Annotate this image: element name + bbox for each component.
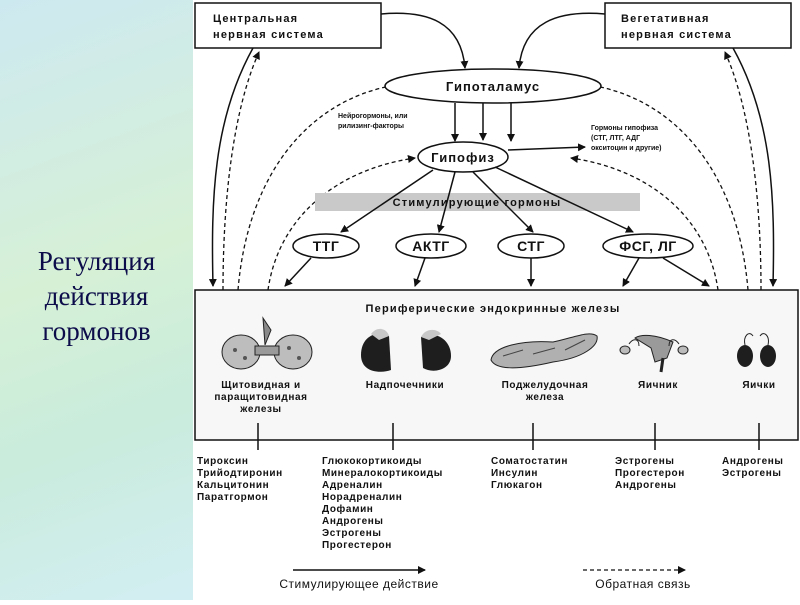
adrenal-hormone: Адреналин [322, 480, 383, 491]
slide-title-line-3: гормонов [42, 316, 151, 346]
adrenal-hormone: Норадреналин [322, 492, 402, 503]
feedback-left-to-hypothalamus-arrow [237, 80, 404, 291]
thyroid-hormone: Кальцитонин [197, 480, 269, 491]
cns-box: Центральная нервная система [194, 2, 382, 49]
testes-hormone: Эстрогены [722, 468, 782, 479]
thyroid-hormone: Тироксин [197, 456, 249, 467]
adrenal-hormone: Минералокортикоиды [322, 468, 443, 479]
cns-line-2: нервная система [213, 29, 324, 41]
pituitary-label: Гипофиз [431, 150, 495, 165]
testes-hormone: Андрогены [722, 456, 784, 467]
adrenal-hormones-list: Глюкокортикоиды Минералокортикоиды Адрен… [322, 456, 443, 551]
adrenal-hormone: Дофамин [322, 503, 373, 515]
feedback-to-ans-arrow [724, 51, 762, 291]
testes-hormones-list: Андрогены Эстрогены [722, 456, 784, 479]
actg-to-adrenal-arrow [413, 257, 426, 287]
feedback-right-to-hypothalamus-arrow [582, 80, 749, 291]
adrenal-hormone: Глюкокортикоиды [322, 456, 422, 467]
fsg-lg-label: ФСГ, ЛГ [619, 238, 676, 254]
pancreas-hormone: Соматостатин [491, 456, 568, 467]
ans-box: Вегетативная нервная система [604, 2, 792, 49]
pit-to-stg-arrow [472, 171, 534, 233]
fsg-to-testes-arrow [662, 257, 710, 287]
thyroid-hormones-list: Тироксин Трийодтиронин Кальцитонин Парат… [197, 456, 283, 503]
pituitary-hormones-line-2: (СТГ, ЛТГ, АДГ [591, 135, 640, 142]
pancreas-hormones-list: Соматостатин Инсулин Глюкагон [491, 456, 568, 491]
thyroid-hormone: Паратгормон [197, 492, 268, 503]
ans-line-2: нервная система [621, 29, 732, 41]
ovary-hormone: Эстрогены [615, 456, 675, 467]
stimulating-hormones-banner: Стимулирующие гормоны [315, 193, 640, 211]
hypothalamus-node: Гипоталамус [384, 68, 602, 104]
hypothalamus-label: Гипоталамус [446, 79, 540, 94]
cns-to-glands-arrow [208, 47, 254, 287]
feedback-left-to-pituitary-arrow [267, 155, 416, 291]
feedback-right-to-pituitary-arrow [570, 155, 719, 291]
ovary-illustration [619, 334, 689, 373]
feedback-to-cns-arrow [222, 51, 260, 291]
ttg-to-thyroid-arrow [284, 257, 312, 287]
pit-to-ttg-arrow [340, 169, 434, 233]
pancreas-hormone: Инсулин [491, 468, 538, 479]
ans-to-hypothalamus-arrow [515, 12, 606, 69]
ans-line-1: Вегетативная [621, 13, 710, 25]
thyroid-illustration [221, 316, 313, 370]
neurohormones-line-2: рилизинг-факторы [338, 123, 404, 130]
slide-title-line-1: Регуляция [37, 246, 156, 276]
pit-to-actg-arrow [436, 171, 456, 233]
neurohormones-line-1: Нейрогормоны, или [338, 112, 408, 120]
adrenal-hormone: Андрогены [322, 516, 384, 527]
ttg-label: ТТГ [313, 238, 340, 254]
ovary-hormone: Андрогены [615, 480, 677, 491]
legend-solid-label: Стимулирующее действие [279, 577, 438, 591]
gland-adrenal-name: Надпочечники [366, 380, 445, 391]
stimulating-hormones-label: Стимулирующие гормоны [393, 197, 562, 209]
legend-dashed-label: Обратная связь [595, 577, 690, 591]
adrenal-hormone: Эстрогены [322, 528, 382, 539]
pit-to-fsg-arrow [494, 166, 634, 233]
adrenal-hormone: Прогестерон [322, 540, 392, 551]
gland-thyroid-name-3: железы [239, 404, 281, 415]
fsg-lg-node: ФСГ, ЛГ [602, 233, 694, 259]
pancreas-illustration [490, 333, 598, 369]
stg-node: СТГ [497, 233, 565, 259]
actg-node: АКТГ [395, 233, 467, 259]
gland-pancreas-name-1: Поджелудочная [502, 380, 589, 391]
pituitary-hormones-line-1: Гормоны гипофиза [591, 125, 658, 132]
ovary-hormone: Прогестерон [615, 468, 685, 479]
gland-testes-name: Яички [742, 380, 775, 391]
pituitary-node: Гипофиз [417, 141, 509, 173]
slide-sidebar [0, 0, 193, 600]
ans-to-glands-arrow [732, 47, 778, 287]
testes-illustration [737, 333, 776, 367]
stg-label: СТГ [517, 238, 545, 254]
thyroid-hormone: Трийодтиронин [197, 468, 283, 479]
legend: Стимулирующее действие Обратная связь [279, 566, 690, 591]
gland-pancreas-name-2: железа [525, 392, 564, 403]
hormone-regulation-diagram: Центральная нервная система Вегетативная… [193, 0, 800, 600]
fsg-to-ovary-arrow [622, 257, 640, 287]
ovary-hormones-list: Эстрогены Прогестерон Андрогены [615, 456, 685, 491]
pituitary-hormones-arrow [507, 143, 586, 152]
adrenal-illustration [361, 328, 451, 372]
gland-ovary-name: Яичник [638, 380, 678, 391]
gland-thyroid-name-1: Щитовидная и [221, 380, 300, 391]
gland-thyroid-name-2: паращитовидная [214, 392, 307, 403]
slide-title-line-2: действия [44, 281, 149, 311]
cns-to-hypothalamus-arrow [380, 12, 469, 69]
actg-label: АКТГ [412, 238, 450, 254]
ttg-node: ТТГ [292, 233, 360, 259]
pituitary-hormones-line-3: окситоцин и другие) [591, 145, 662, 152]
peripheral-title: Периферические эндокринные железы [366, 303, 621, 315]
cns-line-1: Центральная [213, 13, 298, 25]
slide-title: Регуляция действия гормонов [0, 244, 193, 349]
pancreas-hormone: Глюкагон [491, 480, 543, 491]
